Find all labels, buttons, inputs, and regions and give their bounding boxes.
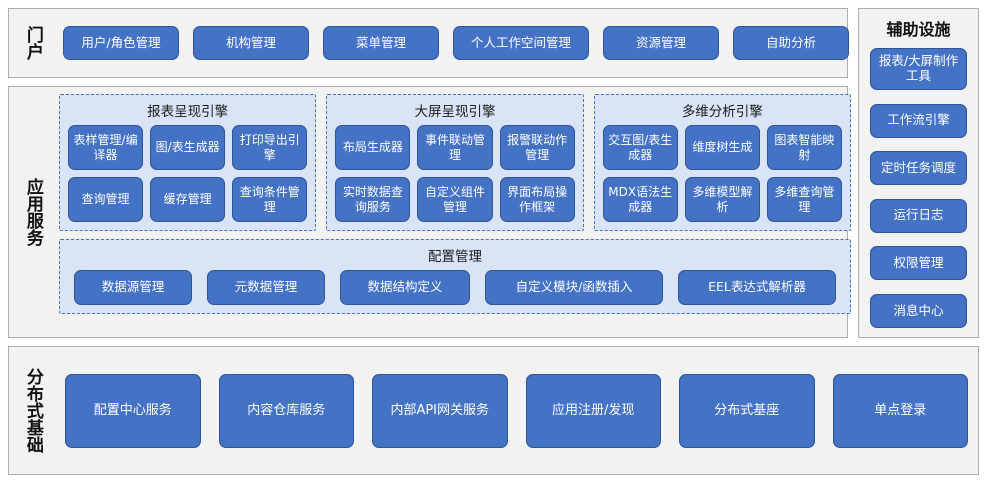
panel-engine-2-grid: 交互图/表生成器维度树生成图表智能映射 MDX语法生成器多维模型解析多维查询管理 <box>602 125 842 222</box>
config-node-4[interactable]: EEL表达式解析器 <box>678 270 836 305</box>
section-aux-title: 辅助设施 <box>886 20 951 39</box>
section-application-services-label: 应用服务 <box>22 178 43 246</box>
engine-1-node-4[interactable]: 自定义组件管理 <box>417 177 493 222</box>
section-distributed-base-label: 分布式基础 <box>22 368 43 453</box>
aux-node-3[interactable]: 运行日志 <box>870 198 967 233</box>
portal-node-5[interactable]: 自助分析 <box>733 26 849 60</box>
section-portal: 门户 用户/角色管理机构管理菜单管理个人工作空间管理资源管理自助分析 <box>8 8 849 78</box>
aux-node-0[interactable]: 报表/大屏制作工具 <box>870 48 967 90</box>
engine-0-node-4[interactable]: 缓存管理 <box>150 177 226 222</box>
engine-0-node-0[interactable]: 表样管理/编译器 <box>68 125 144 170</box>
distributed-node-row: 配置中心服务内容仓库服务内部API网关服务应用注册/发现分布式基座单点登录 <box>65 373 968 448</box>
engine-2-node-4[interactable]: 多维模型解析 <box>684 177 760 222</box>
panel-engine-1-title: 大屏呈现引擎 <box>414 104 496 120</box>
panel-engine-2-title: 多维分析引擎 <box>681 104 763 120</box>
engine-0-node-2[interactable]: 打印导出引擎 <box>232 125 308 170</box>
section-distributed-base: 分布式基础 配置中心服务内容仓库服务内部API网关服务应用注册/发现分布式基座单… <box>8 346 979 475</box>
config-node-row: 数据源管理元数据管理数据结构定义自定义模块/函数插入 EEL表达式解析器 <box>68 270 842 305</box>
portal-node-0[interactable]: 用户/角色管理 <box>63 26 179 60</box>
engine-2-node-0[interactable]: 交互图/表生成器 <box>602 125 678 170</box>
config-node-0[interactable]: 数据源管理 <box>74 270 192 305</box>
engine-0-node-3[interactable]: 查询管理 <box>68 177 144 222</box>
engine-1-node-0[interactable]: 布局生成器 <box>335 125 411 170</box>
panel-engine-2: 多维分析引擎交互图/表生成器维度树生成图表智能映射 MDX语法生成器多维模型解析多… <box>593 94 851 231</box>
panel-engine-1-grid: 布局生成器事件联动管理报警联动作管理实时数据查询服务自定义组件管理界面布局操作框… <box>335 125 575 222</box>
portal-node-3[interactable]: 个人工作空间管理 <box>453 26 589 60</box>
panel-engine-1: 大屏呈现引擎布局生成器事件联动管理报警联动作管理实时数据查询服务自定义组件管理界… <box>326 94 584 231</box>
section-distributed-base-body: 配置中心服务内容仓库服务内部API网关服务应用注册/发现分布式基座单点登录 <box>55 347 978 474</box>
distributed-node-5[interactable]: 单点登录 <box>832 373 968 448</box>
panel-engine-0-title: 报表呈现引擎 <box>147 104 229 120</box>
portal-node-row: 用户/角色管理机构管理菜单管理个人工作空间管理资源管理自助分析 <box>63 26 849 60</box>
aux-node-list: 报表/大屏制作工具工作流引擎定时任务调度运行日志权限管理消息中心 <box>859 46 978 337</box>
aux-node-4[interactable]: 权限管理 <box>870 246 967 281</box>
distributed-node-4[interactable]: 分布式基座 <box>679 373 815 448</box>
engine-1-node-2[interactable]: 报警联动作管理 <box>499 125 575 170</box>
section-portal-body: 用户/角色管理机构管理菜单管理个人工作空间管理资源管理自助分析 <box>55 9 857 77</box>
section-application-services-body: 报表呈现引擎表样管理/编译器图/表生成器打印导出引擎查询管理缓存管理查询条件管理… <box>55 87 859 337</box>
portal-node-2[interactable]: 菜单管理 <box>323 26 439 60</box>
engine-2-node-1[interactable]: 维度树生成 <box>684 125 760 170</box>
aux-node-2[interactable]: 定时任务调度 <box>870 151 967 186</box>
distributed-node-3[interactable]: 应用注册/发现 <box>525 373 661 448</box>
engine-1-node-1[interactable]: 事件联动管理 <box>417 125 493 170</box>
engine-2-node-2[interactable]: 图表智能映射 <box>766 125 842 170</box>
panel-config-management: 配置管理 数据源管理元数据管理数据结构定义自定义模块/函数插入 EEL表达式解析器 <box>59 239 851 314</box>
distributed-node-2[interactable]: 内部API网关服务 <box>372 373 508 448</box>
engine-panel-row: 报表呈现引擎表样管理/编译器图/表生成器打印导出引擎查询管理缓存管理查询条件管理… <box>59 94 851 231</box>
engine-1-node-3[interactable]: 实时数据查询服务 <box>335 177 411 222</box>
config-node-1[interactable]: 元数据管理 <box>207 270 325 305</box>
distributed-node-1[interactable]: 内容仓库服务 <box>218 373 354 448</box>
section-aux-facilities: 辅助设施 报表/大屏制作工具工作流引擎定时任务调度运行日志权限管理消息中心 <box>858 8 979 338</box>
engine-2-node-5[interactable]: 多维查询管理 <box>766 177 842 222</box>
section-portal-label: 门户 <box>22 26 43 60</box>
engine-0-node-5[interactable]: 查询条件管理 <box>232 177 308 222</box>
panel-engine-0: 报表呈现引擎表样管理/编译器图/表生成器打印导出引擎查询管理缓存管理查询条件管理 <box>59 94 317 231</box>
engine-0-node-1[interactable]: 图/表生成器 <box>150 125 226 170</box>
engine-1-node-5[interactable]: 界面布局操作框架 <box>499 177 575 222</box>
section-application-services: 应用服务 报表呈现引擎表样管理/编译器图/表生成器打印导出引擎查询管理缓存管理查… <box>8 86 851 338</box>
portal-node-4[interactable]: 资源管理 <box>603 26 719 60</box>
panel-engine-0-grid: 表样管理/编译器图/表生成器打印导出引擎查询管理缓存管理查询条件管理 <box>68 125 308 222</box>
panel-config-management-title: 配置管理 <box>428 249 482 265</box>
aux-node-5[interactable]: 消息中心 <box>870 293 967 328</box>
aux-node-1[interactable]: 工作流引擎 <box>870 103 967 138</box>
engine-2-node-3[interactable]: MDX语法生成器 <box>602 177 678 222</box>
portal-node-1[interactable]: 机构管理 <box>193 26 309 60</box>
distributed-node-0[interactable]: 配置中心服务 <box>65 373 201 448</box>
config-node-3[interactable]: 自定义模块/函数插入 <box>485 270 663 305</box>
config-node-2[interactable]: 数据结构定义 <box>340 270 470 305</box>
